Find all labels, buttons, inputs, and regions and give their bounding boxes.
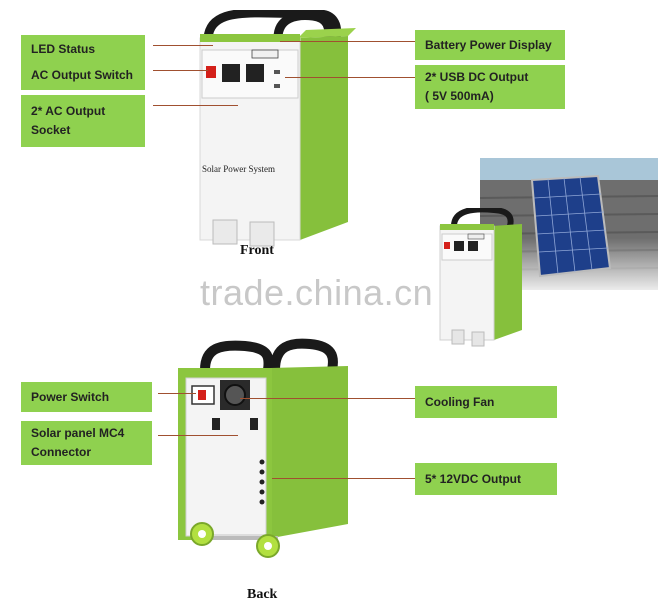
- label-led-status: LED Status: [21, 35, 145, 64]
- label-power-switch: Power Switch: [21, 382, 152, 412]
- label-cooling-fan: Cooling Fan: [415, 386, 557, 418]
- pointer-battery-display: [280, 41, 415, 42]
- pointer-dc-output: [272, 478, 415, 479]
- pointer-ac-socket: [153, 105, 238, 106]
- pointer-cooling-fan: [240, 398, 415, 399]
- label-solar-mc4-connector: Solar panel MC4 Connector: [21, 421, 152, 465]
- product-name-text: Solar Power System: [202, 164, 275, 174]
- label-usb-output: 2* USB DC Output ( 5V 500mA): [415, 65, 565, 109]
- label-ac-output-socket: 2* AC Output Socket: [21, 95, 145, 147]
- pointer-ac-switch: [153, 70, 208, 71]
- pointer-usb: [285, 77, 415, 78]
- pointer-power-switch: [158, 393, 196, 394]
- watermark-text: trade.china.cn: [200, 272, 434, 313]
- label-12vdc-output: 5* 12VDC Output: [415, 463, 557, 495]
- pointer-led-status: [153, 45, 213, 46]
- back-caption: Back: [247, 587, 278, 602]
- pointer-mc4: [158, 435, 238, 436]
- front-caption: Front: [240, 243, 274, 258]
- label-battery-power-display: Battery Power Display: [415, 30, 565, 60]
- back-unit-image: [178, 338, 348, 558]
- scene-unit-image: [439, 208, 522, 347]
- label-ac-output-switch: AC Output Switch: [21, 60, 145, 90]
- front-unit-image: [199, 10, 356, 247]
